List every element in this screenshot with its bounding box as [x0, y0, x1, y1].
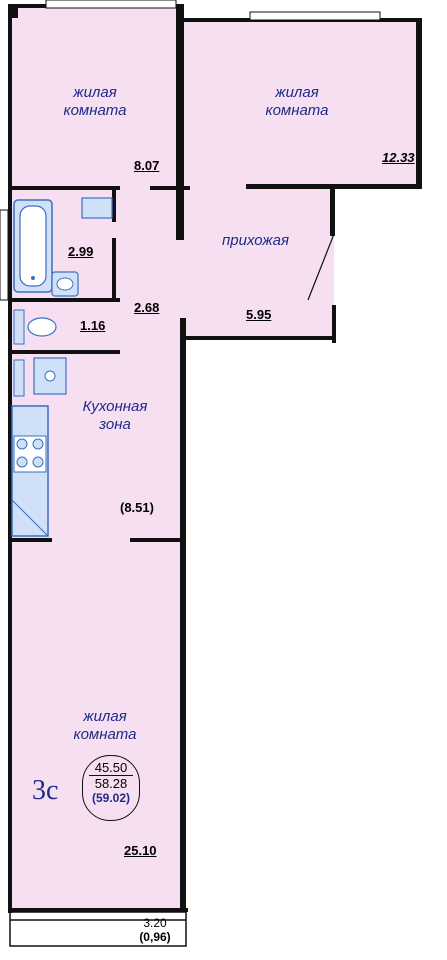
room-area-hall: 5.95	[246, 307, 272, 322]
room-label-hall: прихожая	[222, 232, 289, 249]
room-area-wc: 1.16	[80, 318, 106, 333]
apartment-code: 3с	[32, 775, 59, 806]
total-area: 58.28	[94, 776, 128, 791]
room-area-living-2: 12.33	[382, 150, 415, 165]
room-label-living-1: жилая комната	[63, 84, 127, 119]
room-area-bathroom: 2.99	[68, 244, 94, 259]
living-area-total: 45.50	[89, 756, 133, 776]
windows	[0, 0, 381, 301]
room-label-kitchen: Кухонная зона	[82, 398, 148, 433]
room-area-living-1: 8.07	[134, 158, 160, 173]
watermark-logo: циан	[258, 806, 352, 850]
room-area-living-3: 25.10	[124, 843, 157, 858]
area-totals: 45.50 58.28 (59.02)	[82, 755, 140, 821]
room-label-living-3: жилая комната	[73, 708, 137, 743]
kitchen-counter	[11, 405, 49, 537]
balcony-area: 3.20 (0,96)	[130, 916, 180, 944]
wc-sink	[13, 357, 67, 397]
washer	[81, 197, 113, 219]
room-label-living-2: жилая комната	[265, 84, 329, 119]
door-swing	[307, 233, 335, 301]
room-area-corridor: 2.68	[134, 300, 160, 315]
balcony-reduced-area: (0,96)	[139, 930, 171, 944]
total-with-balcony: (59.02)	[91, 791, 131, 805]
sink	[51, 271, 79, 297]
room-fills	[12, 8, 418, 908]
toilet	[13, 309, 57, 345]
room-area-kitchen: (8.51)	[120, 500, 154, 515]
balcony-area-value: 3.20	[143, 916, 167, 930]
balcony	[9, 911, 187, 947]
bathtub	[13, 199, 53, 293]
